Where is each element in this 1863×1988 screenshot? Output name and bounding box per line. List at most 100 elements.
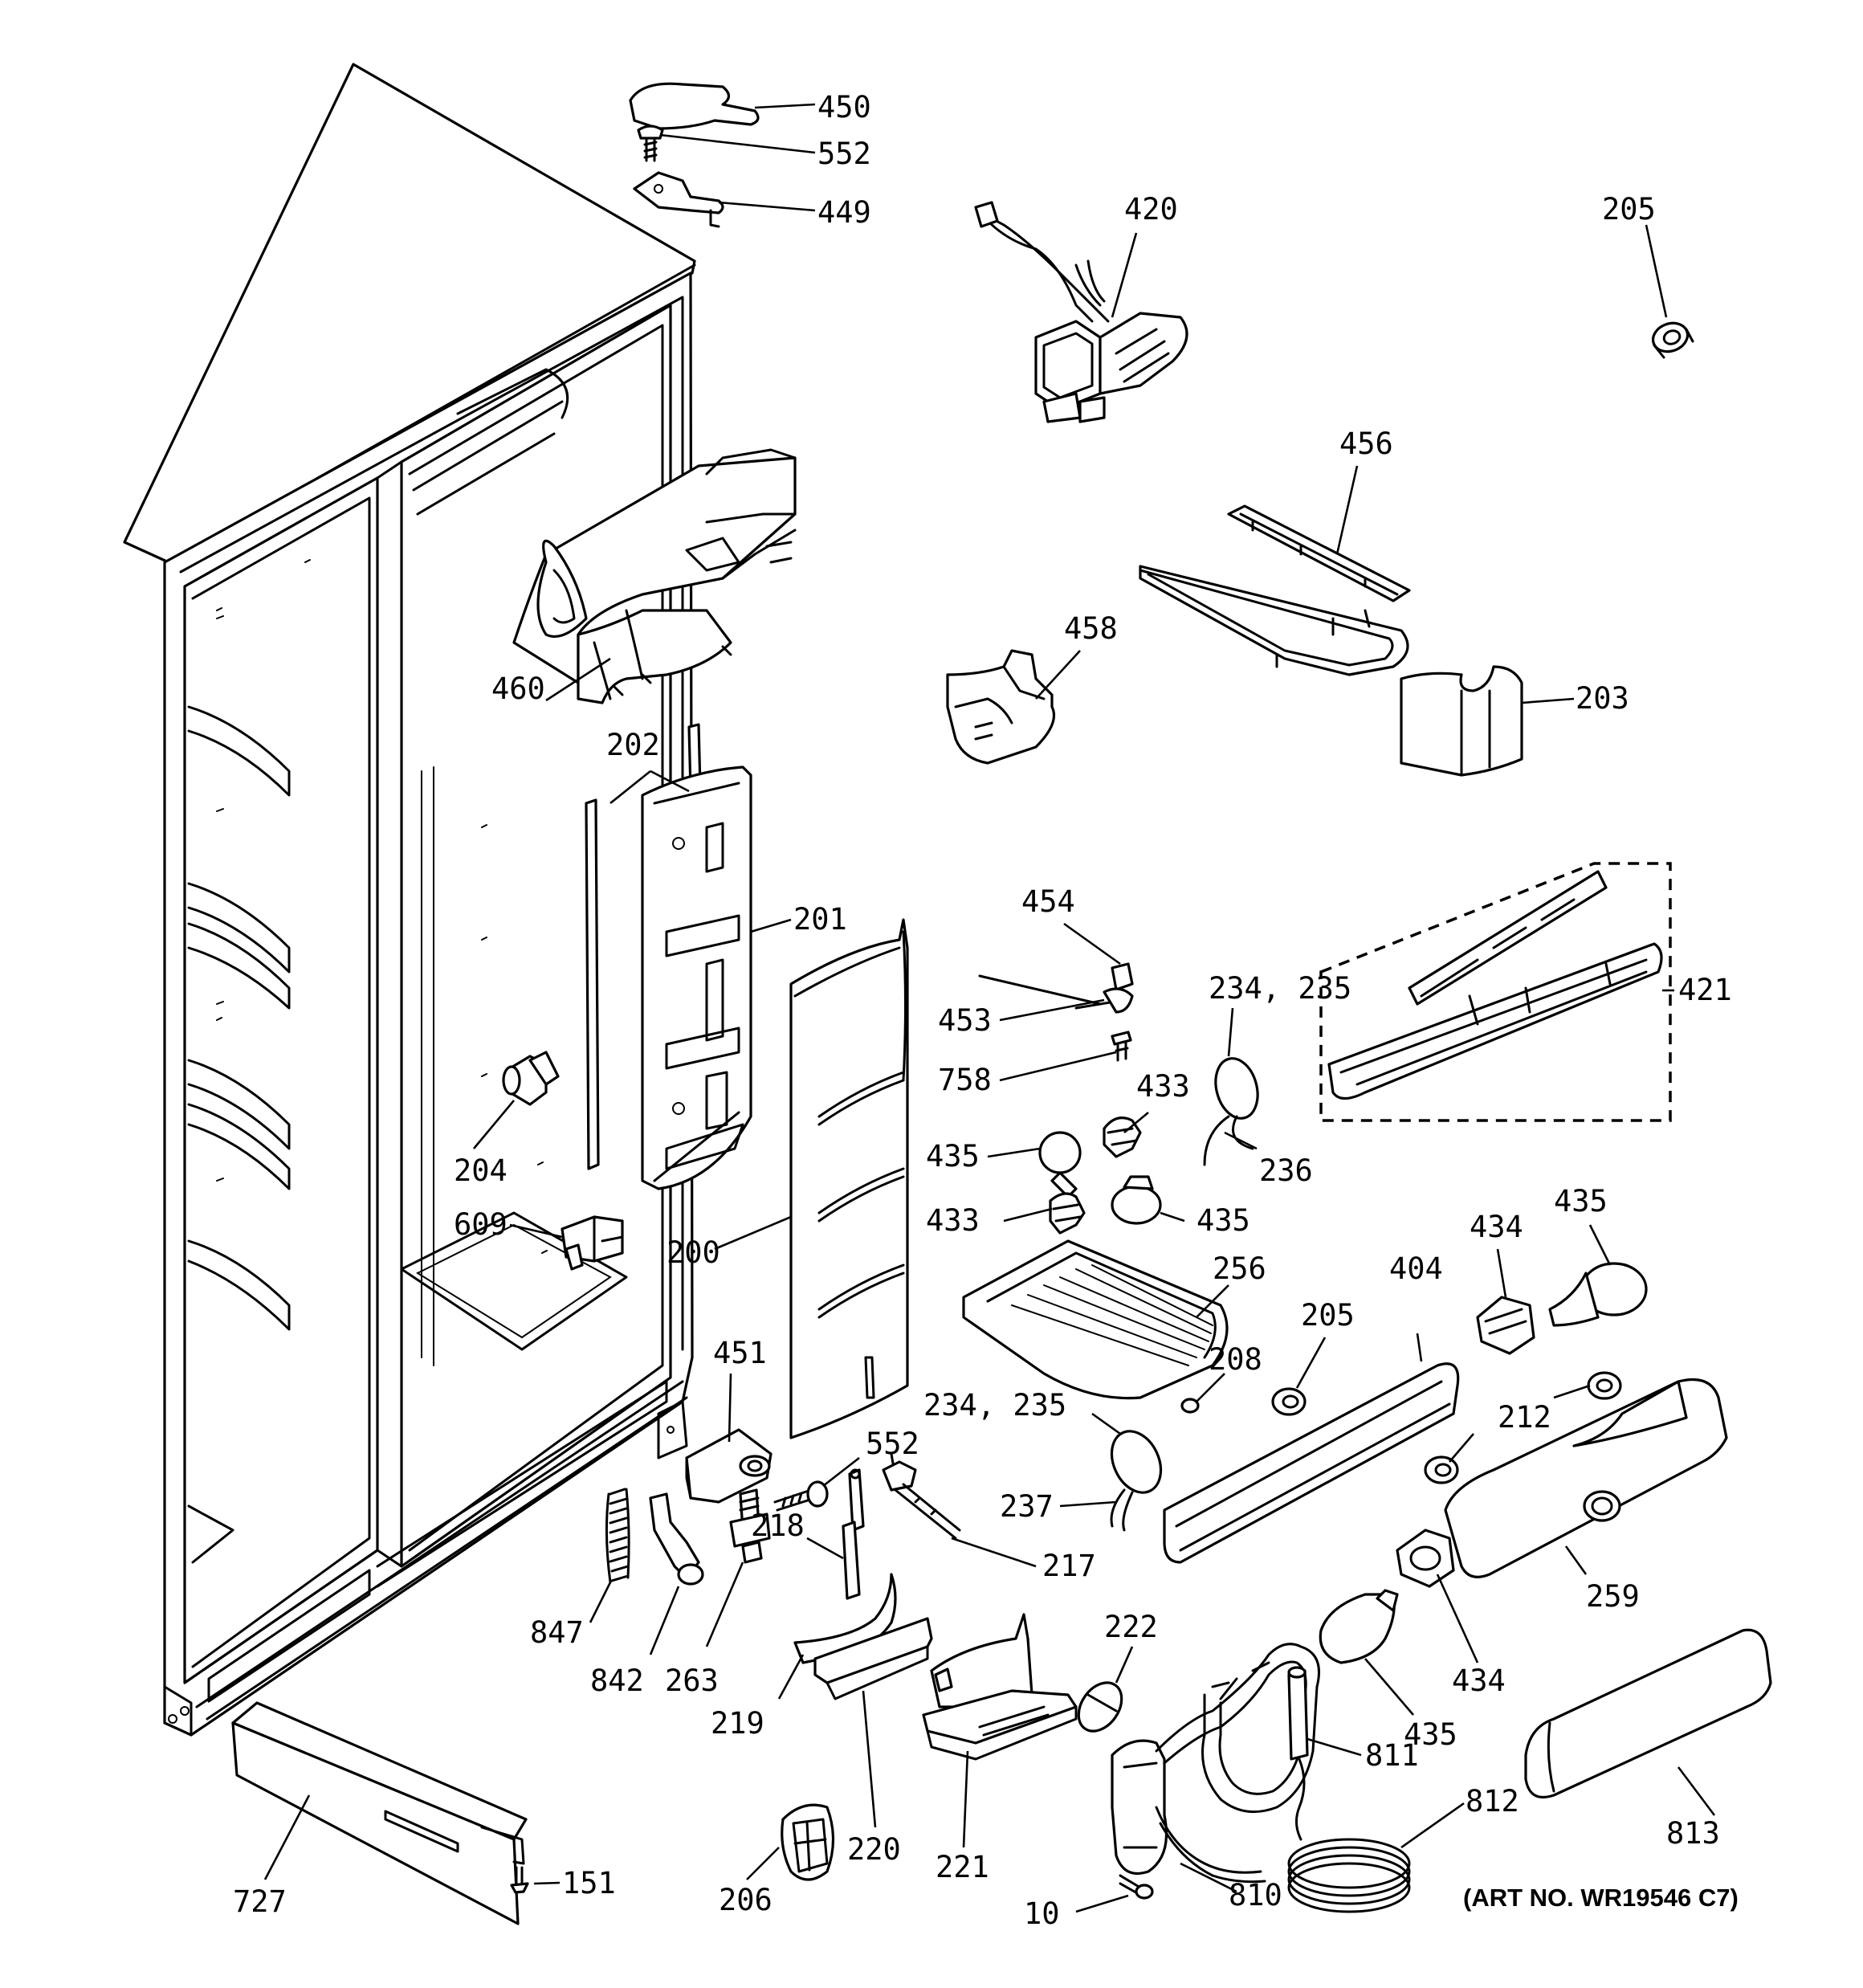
- callout-237: 237: [1000, 1489, 1054, 1524]
- callout-222: 222: [1104, 1610, 1158, 1644]
- pivot-pin-217: [882, 1452, 961, 1540]
- bracket-451: [685, 1428, 773, 1504]
- callout-435-lower-right: 435: [1404, 1717, 1457, 1752]
- light-bulb-435-upper-right: [1548, 1262, 1648, 1327]
- grommet-212-lower: [1424, 1455, 1459, 1484]
- grommet-212-upper: [1587, 1371, 1622, 1400]
- callout-234-235-upper: 234, 235: [1209, 971, 1351, 1006]
- callout-10: 10: [1024, 1896, 1060, 1931]
- callout-453: 453: [938, 1003, 992, 1038]
- light-bulb-435-lower-right: [1319, 1589, 1399, 1664]
- callout-203: 203: [1576, 681, 1629, 716]
- light-housing-259: [1444, 1378, 1728, 1578]
- light-cover-404: [1163, 1362, 1460, 1564]
- callout-219: 219: [711, 1706, 764, 1741]
- callout-435-center: 435: [1196, 1203, 1250, 1238]
- callout-434-upper: 434: [1470, 1210, 1523, 1244]
- screw-10: [1119, 1874, 1154, 1900]
- callout-404: 404: [1389, 1251, 1443, 1286]
- callout-421: 421: [1678, 973, 1732, 1007]
- switch-609: [561, 1215, 624, 1271]
- spring-847: [605, 1488, 630, 1584]
- callout-454: 454: [1021, 884, 1075, 919]
- hinge-screw-552: [637, 125, 664, 162]
- callout-811: 811: [1365, 1738, 1419, 1773]
- bracket-456: [1139, 504, 1411, 676]
- callout-451: 451: [713, 1336, 767, 1370]
- actuator-arm-842: [649, 1492, 704, 1586]
- callout-236: 236: [1259, 1153, 1313, 1188]
- callout-758: 758: [938, 1063, 992, 1097]
- callout-202: 202: [606, 728, 660, 762]
- callout-552-lower: 552: [866, 1427, 919, 1461]
- cover-203: [1400, 665, 1523, 777]
- callout-256: 256: [1213, 1251, 1266, 1286]
- valve-263: [729, 1488, 771, 1564]
- callout-435-left: 435: [926, 1139, 980, 1174]
- light-bulb-435-left: [1038, 1131, 1082, 1198]
- callout-208: 208: [1209, 1342, 1262, 1377]
- link-arm-218: [842, 1468, 865, 1600]
- callout-449: 449: [817, 195, 871, 230]
- dispenser-housing-221: [922, 1613, 1078, 1761]
- callout-220: 220: [847, 1832, 901, 1867]
- callout-435-upper-right: 435: [1554, 1184, 1608, 1219]
- callout-609: 609: [454, 1207, 508, 1242]
- callout-420: 420: [1124, 192, 1178, 227]
- control-board-421-group: [1319, 862, 1672, 1122]
- actuator-assembly-420: [974, 201, 1188, 423]
- callout-217: 217: [1042, 1549, 1096, 1583]
- callout-204: 204: [454, 1153, 508, 1188]
- lamp-socket-433-lower: [1049, 1192, 1086, 1235]
- callout-458: 458: [1064, 611, 1118, 646]
- lamp-socket-434-lower: [1396, 1529, 1455, 1588]
- callout-810: 810: [1229, 1878, 1282, 1912]
- duct-cover-200: [789, 918, 909, 1439]
- lever-222: [1077, 1681, 1123, 1733]
- callout-460: 460: [491, 672, 545, 706]
- screw-552-lower: [773, 1480, 829, 1512]
- callout-labels: 450 552 449 420 205 456 460 458 203 202 …: [233, 90, 1739, 1931]
- light-bulb-435-center: [1111, 1175, 1162, 1225]
- grommet-205-middle: [1271, 1387, 1307, 1416]
- lamp-socket-434-upper: [1476, 1296, 1535, 1355]
- hinge-bracket-449: [633, 171, 724, 228]
- callout-218: 218: [751, 1508, 805, 1543]
- leader-lines: [263, 103, 1716, 1913]
- cover-813: [1524, 1628, 1772, 1799]
- nut-208: [1180, 1398, 1200, 1414]
- dispenser-arm-220: [813, 1617, 933, 1700]
- screw-151: [510, 1866, 529, 1894]
- callout-201: 201: [793, 902, 847, 937]
- damper-204: [502, 1051, 560, 1106]
- callout-151: 151: [562, 1866, 616, 1900]
- callout-847: 847: [530, 1615, 584, 1650]
- disc-206: [781, 1803, 835, 1881]
- callout-200: 200: [667, 1235, 720, 1270]
- kickplate-727: [231, 1701, 528, 1925]
- callout-842: 842: [590, 1663, 644, 1698]
- callout-450: 450: [817, 90, 871, 125]
- callout-813: 813: [1666, 1816, 1720, 1851]
- lens-234-235-lower: [1110, 1430, 1163, 1532]
- water-tube-811: [1287, 1666, 1309, 1761]
- hinge-cover-450: [629, 82, 760, 130]
- callout-205-middle: 205: [1301, 1298, 1355, 1333]
- callout-456: 456: [1339, 427, 1393, 461]
- ice-duct-460: [512, 448, 797, 704]
- callout-434-lower: 434: [1452, 1663, 1506, 1698]
- callout-727: 727: [233, 1884, 287, 1919]
- grommet-205-top: [1651, 321, 1694, 359]
- callout-206: 206: [719, 1883, 773, 1917]
- callout-221: 221: [936, 1850, 989, 1884]
- callout-433-upper: 433: [1136, 1069, 1190, 1104]
- callout-263: 263: [665, 1663, 719, 1698]
- callout-552-upper: 552: [817, 137, 871, 171]
- light-shield-256: [962, 1239, 1229, 1400]
- callout-205-top: 205: [1602, 192, 1656, 227]
- refrigerator-cabinet: [123, 63, 696, 1737]
- callout-234-235-lower: 234, 235: [923, 1388, 1066, 1423]
- art-number: (ART NO. WR19546 C7): [1463, 1884, 1739, 1912]
- duct-panel-201: [641, 765, 752, 1190]
- water-coil-812: [1287, 1757, 1411, 1913]
